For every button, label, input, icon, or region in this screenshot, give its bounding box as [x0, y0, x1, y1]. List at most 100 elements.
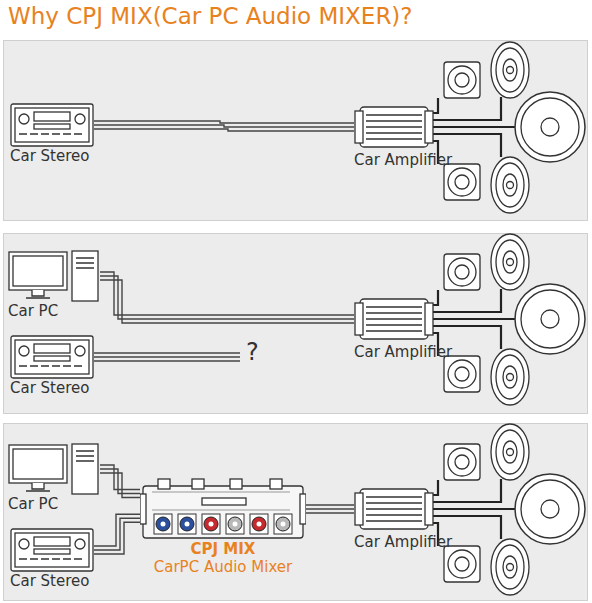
rca-jack [252, 517, 266, 531]
board-connector [270, 479, 282, 489]
monitor-stand [26, 290, 50, 298]
oval-speaker-frame [491, 424, 529, 480]
tune-knob [75, 346, 85, 356]
stereo-body [11, 336, 93, 378]
board-trace [152, 492, 290, 510]
monitor [9, 252, 67, 290]
speaker-wire [432, 126, 516, 128]
oval-speaker-cone [496, 545, 524, 589]
cable-strand [100, 280, 354, 323]
rca-jack [276, 517, 290, 531]
rca-jack-pin [233, 522, 238, 527]
car-stereo: Car Stereo [10, 103, 94, 165]
rca-jack [228, 517, 242, 531]
tweeter-dome [455, 367, 469, 381]
woofer-cone [521, 290, 579, 348]
speaker-set [432, 234, 585, 405]
volume-knob [19, 346, 29, 356]
device-label: Car Stereo [10, 572, 89, 590]
oval-speaker-cone [496, 48, 524, 92]
device-label: Car PC [8, 495, 58, 513]
audio-cable [94, 514, 140, 554]
car-stereo: Car Stereo [10, 528, 94, 590]
oval-speaker-frame [491, 42, 529, 98]
audio-mixer-icon [140, 478, 306, 540]
output-header [300, 494, 306, 524]
cd-slot [34, 356, 70, 361]
cable-strand [94, 129, 354, 131]
oval-speaker-cone [503, 366, 517, 388]
oval-speaker-cone [503, 59, 517, 81]
board-connector [158, 479, 170, 489]
speaker-set [432, 42, 585, 213]
audio-mixer: CPJ MIXCarPC Audio Mixer [140, 478, 306, 576]
board-connector [230, 479, 242, 489]
rca-jack [180, 517, 194, 531]
amp-endplate [355, 303, 363, 335]
pc-tower [72, 251, 98, 301]
oval-speaker-dome [507, 564, 514, 571]
amp-body [360, 299, 428, 339]
amp-fins [366, 307, 422, 331]
tweeter-cone [448, 448, 476, 476]
device-label: Car Amplifier [354, 151, 452, 169]
speaker-wire [432, 289, 501, 312]
amp-endplate [425, 303, 433, 335]
car-stereo-icon [10, 528, 94, 572]
drive-bays [76, 451, 94, 461]
cable-strand [100, 276, 354, 319]
speaker-wire [432, 318, 516, 320]
woofer-cone [521, 98, 579, 156]
preset-buttons [19, 133, 82, 134]
tweeter-cone [448, 168, 476, 196]
woofer-frame [515, 92, 585, 162]
cable-strand [306, 508, 354, 509]
oval-speaker-dome [507, 259, 514, 266]
car-amplifier: Car Amplifier [354, 103, 452, 169]
car-stereo-icon [10, 103, 94, 147]
tweeter-frame [444, 546, 480, 582]
monitor-screen [13, 256, 63, 286]
stereo-display [34, 344, 70, 353]
cable-strand [94, 522, 140, 554]
cable-strand [94, 518, 140, 550]
rca-jack-pin [161, 522, 166, 527]
drive-bays [76, 258, 94, 268]
rca-jack-housing [178, 514, 196, 534]
board-connector [192, 479, 204, 489]
cable-strand [94, 514, 140, 546]
rca-jack-pin [281, 522, 286, 527]
device-label: Car Stereo [10, 379, 89, 397]
oval-speaker-frame [491, 157, 529, 213]
audio-cable [100, 272, 354, 323]
tweeter-dome [455, 455, 469, 469]
car-pc-icon [8, 250, 100, 302]
device-label: CarPC Audio Mixer [154, 558, 292, 576]
car-stereo: Car Stereo [10, 335, 94, 397]
speaker-wire [432, 97, 501, 120]
stereo-display [34, 537, 70, 546]
page-title: Why CPJ MIX(Car PC Audio MIXER)? [8, 3, 413, 29]
woofer-cone [521, 480, 579, 538]
cable-strand [94, 360, 240, 361]
car-amplifier: Car Amplifier [354, 485, 452, 551]
woofer-dustcap [541, 118, 559, 136]
tune-knob [75, 114, 85, 124]
stereo-display [34, 112, 70, 121]
rca-jack [156, 517, 170, 531]
car-amplifier-icon [354, 103, 434, 151]
cd-slot [34, 549, 70, 554]
tweeter-dome [455, 265, 469, 279]
device-label: Car PC [8, 302, 58, 320]
oval-speaker-dome [507, 374, 514, 381]
oval-speaker-cone [503, 251, 517, 273]
tweeter-frame [444, 356, 480, 392]
device-label: Car Stereo [10, 147, 89, 165]
tweeter-dome [455, 557, 469, 571]
speaker-wire [432, 508, 516, 510]
amp-endplate [425, 111, 433, 143]
woofer-dustcap [541, 500, 559, 518]
tweeter-frame [444, 164, 480, 200]
cable-strand [306, 504, 354, 505]
rca-jack-housing [226, 514, 244, 534]
